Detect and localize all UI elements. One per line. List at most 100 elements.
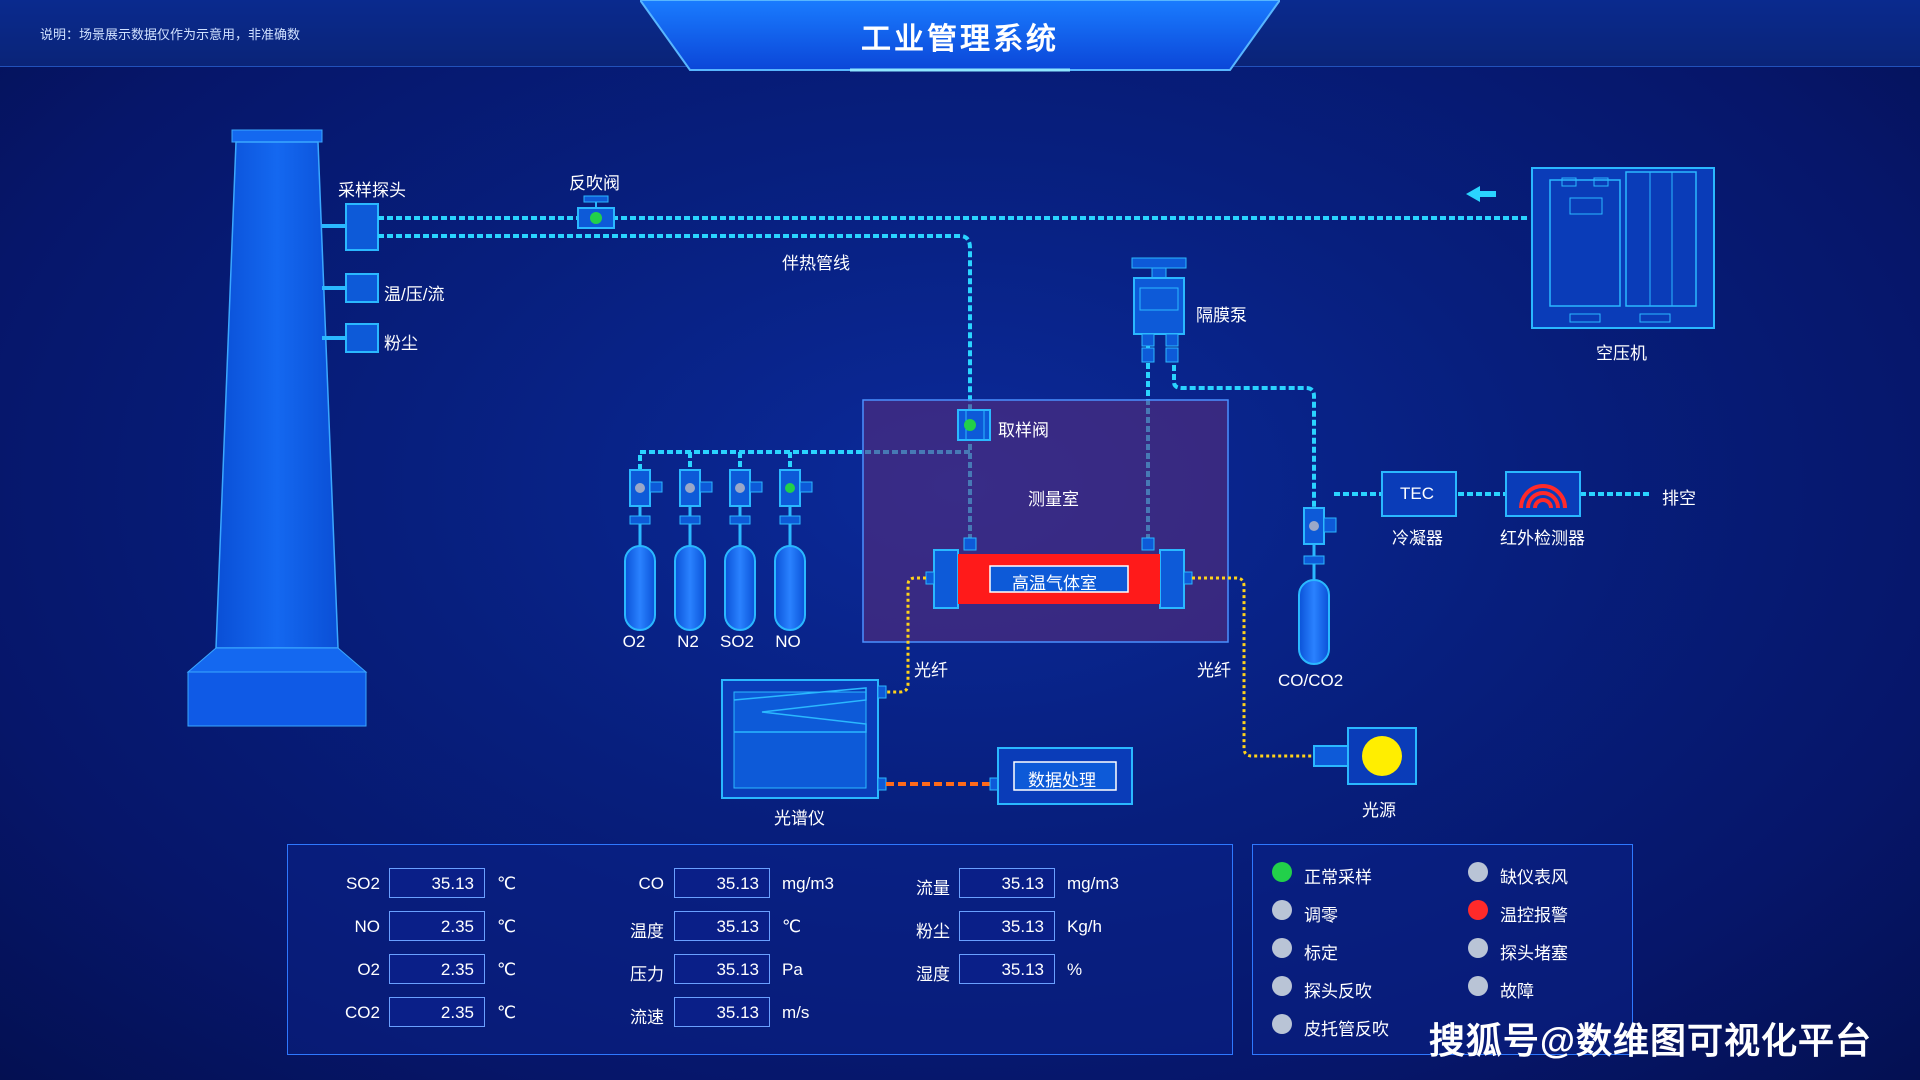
cylinder-label-o2: O2 <box>622 632 646 651</box>
reading-label: 压力 <box>630 965 664 984</box>
reading-value: 2.35 <box>389 954 485 984</box>
status-indicator-dot <box>1272 862 1292 882</box>
reading-unit: m/s <box>782 1003 810 1022</box>
status-label: 温控报警 <box>1500 906 1568 925</box>
reading-unit: % <box>1067 960 1083 979</box>
label-air-compressor: 空压机 <box>1596 344 1647 363</box>
label-co-co2: CO/CO2 <box>1278 671 1344 690</box>
blowback-valve-icon <box>577 195 615 229</box>
reading-label: CO <box>638 874 665 893</box>
reading-value: 35.13 <box>959 868 1055 898</box>
reading-label: CO2 <box>345 1003 380 1022</box>
reading-label: 湿度 <box>916 965 950 984</box>
reading-value: 35.13 <box>959 954 1055 984</box>
reading-unit: ℃ <box>497 960 517 979</box>
reading-label: 温度 <box>630 922 664 941</box>
status-panel <box>1252 844 1633 1055</box>
status-label: 探头堵塞 <box>1500 944 1568 963</box>
flow-arrow-icon <box>1466 186 1496 202</box>
reading-value: 35.13 <box>674 954 770 984</box>
reading-value: 2.35 <box>389 911 485 941</box>
reading-unit: ℃ <box>497 1003 517 1022</box>
air-compressor-icon <box>1531 167 1715 329</box>
tec-condenser-box <box>1381 471 1457 517</box>
page-title: 工业管理系统 <box>861 23 1059 56</box>
ir-detector-icon <box>1505 471 1581 517</box>
status-label: 缺仪表风 <box>1500 868 1568 887</box>
sampling-valve-icon <box>957 409 991 441</box>
status-indicator-dot <box>1468 976 1488 996</box>
cylinder-no <box>774 469 813 631</box>
watermark-text: 搜狐号@数维图可视化平台 <box>1428 1020 1872 1061</box>
status-indicator-dot <box>1468 900 1488 920</box>
label-light-source: 光源 <box>1362 801 1396 820</box>
label-fiber-left: 光纤 <box>914 661 948 680</box>
reading-label: O2 <box>357 960 380 979</box>
status-indicator-dot <box>1272 938 1292 958</box>
title-banner-shape <box>640 0 1280 72</box>
reading-label: SO2 <box>345 874 380 893</box>
status-label: 故障 <box>1500 982 1534 1001</box>
status-indicator-dot <box>1468 938 1488 958</box>
cylinder-so2 <box>724 469 763 631</box>
label-ir-detector: 红外检测器 <box>1500 529 1585 548</box>
cylinder-co-co2 <box>1298 507 1337 665</box>
status-label: 调零 <box>1304 906 1338 925</box>
label-dust: 粉尘 <box>384 334 418 353</box>
reading-unit: ℃ <box>497 917 517 936</box>
data-processing-box <box>989 747 1133 805</box>
label-tec: TEC <box>1400 484 1434 503</box>
status-label: 皮托管反吹 <box>1304 1020 1389 1039</box>
disclaimer-note: 说明：场景展示数据仅作为示意用，非准确数 <box>40 27 301 42</box>
cylinder-o2 <box>624 469 663 631</box>
status-indicator-dot <box>1272 900 1292 920</box>
cylinder-label-no: NO <box>775 632 801 651</box>
label-vent: 排空 <box>1662 489 1696 508</box>
status-label: 标定 <box>1304 944 1338 963</box>
diaphragm-pump-icon <box>1131 257 1187 363</box>
spectrometer-icon <box>721 679 887 799</box>
light-source-icon <box>1313 727 1417 785</box>
reading-unit: mg/m3 <box>782 874 834 893</box>
reading-label: 粉尘 <box>916 922 950 941</box>
high-temp-gas-cell <box>925 537 1193 609</box>
label-blowback-valve: 反吹阀 <box>569 174 620 193</box>
reading-value: 2.35 <box>389 997 485 1027</box>
reading-label: 流速 <box>630 1008 664 1027</box>
status-label: 探头反吹 <box>1304 982 1372 1001</box>
gas-cylinders <box>624 469 813 631</box>
title-banner: 工业管理系统 <box>640 0 1280 72</box>
label-temp-pressure-flow: 温/压/流 <box>384 285 445 304</box>
status-indicator-dot <box>1272 1014 1292 1034</box>
chimney <box>186 129 368 727</box>
probe-boxes <box>322 203 379 353</box>
label-measurement-room: 测量室 <box>1028 490 1079 509</box>
reading-label: 流量 <box>916 879 950 898</box>
cylinder-label-n2: N2 <box>677 632 699 651</box>
reading-unit: ℃ <box>497 874 517 893</box>
label-data-processing: 数据处理 <box>1028 771 1096 790</box>
cylinder-n2 <box>674 469 713 631</box>
label-spectrometer: 光谱仪 <box>774 809 825 828</box>
label-heat-trace-line: 伴热管线 <box>782 254 850 273</box>
status-label: 正常采样 <box>1304 868 1372 887</box>
optical-fiber <box>886 576 1312 758</box>
label-high-temp-gas-cell: 高温气体室 <box>1012 574 1097 593</box>
status-indicator-dot <box>1468 862 1488 882</box>
reading-value: 35.13 <box>674 868 770 898</box>
label-sampling-valve: 取样阀 <box>998 421 1049 440</box>
reading-unit: Kg/h <box>1067 917 1102 936</box>
label-diaphragm-pump: 隔膜泵 <box>1196 306 1247 325</box>
label-sampling-probe: 采样探头 <box>338 181 406 200</box>
reading-unit: ℃ <box>782 917 802 936</box>
status-indicator-dot <box>1272 976 1292 996</box>
reading-value: 35.13 <box>674 997 770 1027</box>
reading-label: NO <box>354 917 381 936</box>
reading-value: 35.13 <box>674 911 770 941</box>
reading-value: 35.13 <box>959 911 1055 941</box>
label-condenser: 冷凝器 <box>1392 529 1443 548</box>
reading-unit: mg/m3 <box>1067 874 1119 893</box>
label-fiber-right: 光纤 <box>1197 661 1231 680</box>
cylinder-label-so2: SO2 <box>719 632 755 651</box>
